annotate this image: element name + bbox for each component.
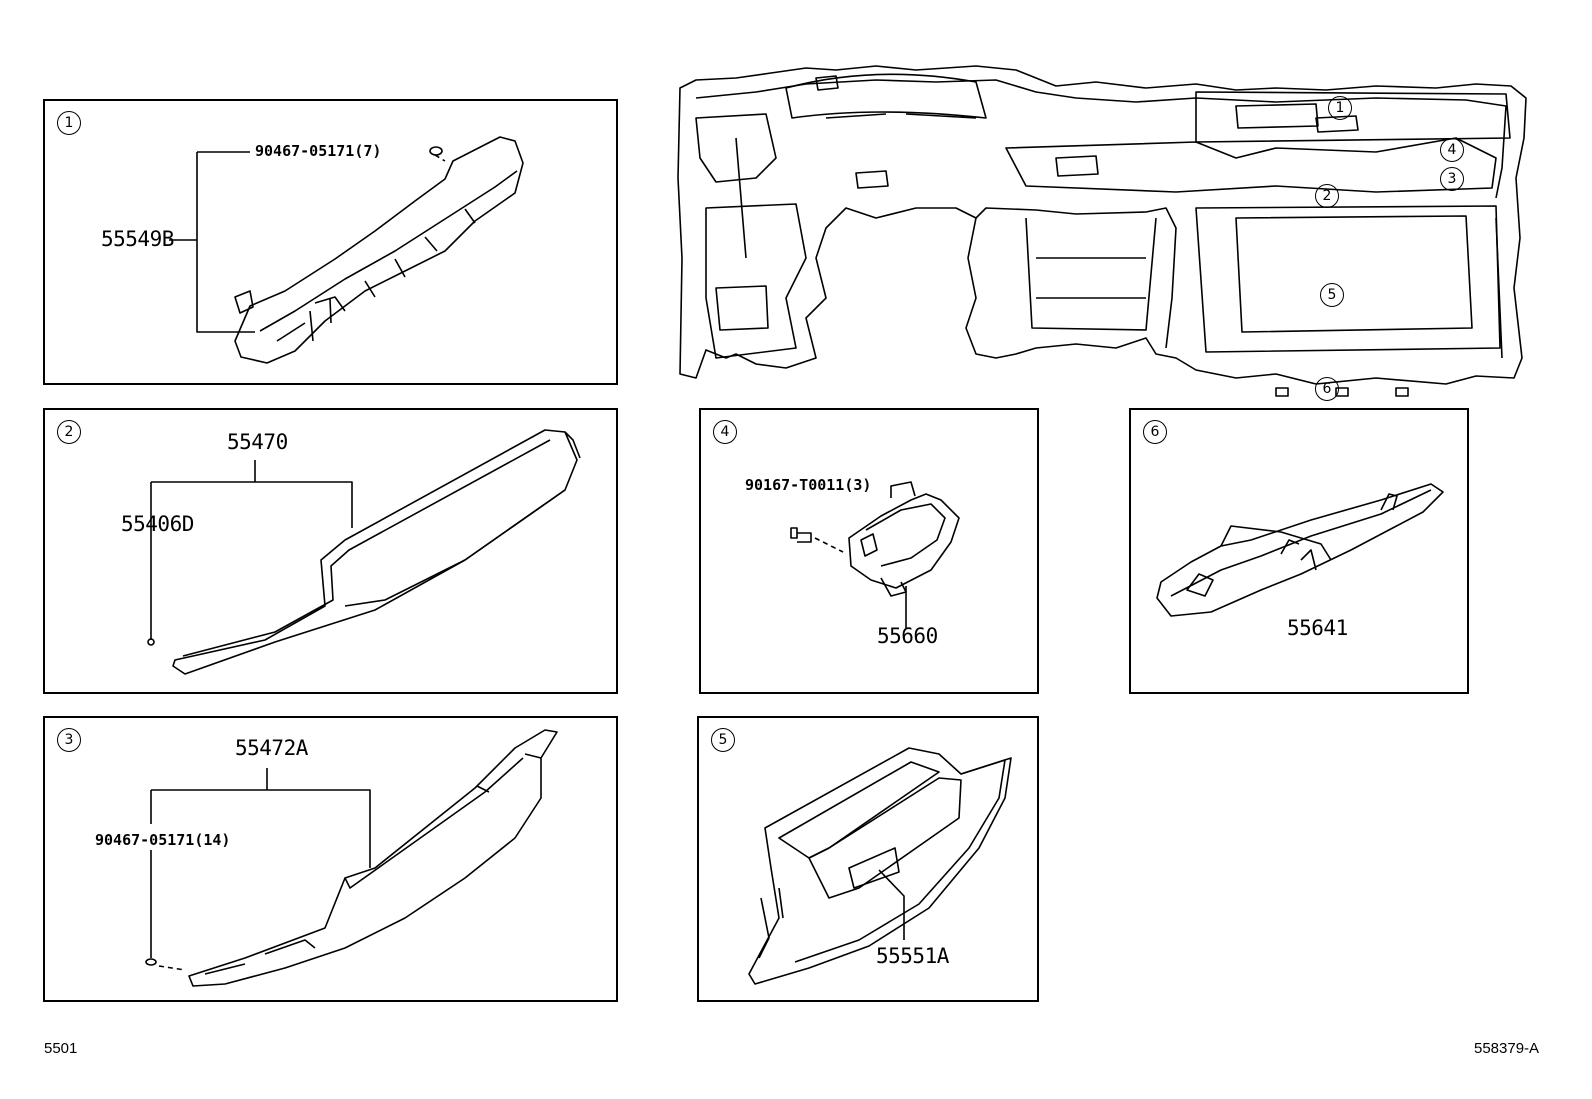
lower-panel-assembly-drawing — [145, 729, 558, 987]
part-number-55660: 55660 — [877, 624, 938, 648]
part-number-55549B: 55549B — [101, 227, 174, 251]
part-number-90467-05171-7: 90467-05171(7) — [255, 142, 382, 160]
overview-callout-6: 6 — [1315, 377, 1339, 401]
part-number-55470: 55470 — [227, 430, 288, 454]
glove-box-lock-drawing — [790, 481, 960, 628]
instrument-panel-overview-drawing — [677, 65, 1527, 397]
panel-5-marker: 5 — [711, 728, 735, 752]
glove-compartment-door-drawing — [748, 747, 1012, 985]
panel-4-marker: 4 — [713, 420, 737, 444]
overview-callout-3: 3 — [1440, 167, 1464, 191]
detail-panel-5: 5 55551A — [697, 716, 1039, 1002]
detail-panel-2: 2 55470 55406D — [43, 408, 618, 694]
part-number-55551A: 55551A — [876, 944, 949, 968]
overview-callout-1: 1 — [1328, 96, 1352, 120]
panel-2-marker: 2 — [57, 420, 81, 444]
page-code: 5501 — [44, 1040, 78, 1057]
panel-3-marker: 3 — [57, 728, 81, 752]
panel-1-marker: 1 — [57, 111, 81, 135]
part-number-55641: 55641 — [1287, 616, 1348, 640]
upper-panel-reinforcement-drawing — [169, 136, 524, 364]
detail-panel-6: 6 55641 — [1129, 408, 1469, 694]
instrument-panel-garnish-drawing — [147, 429, 581, 675]
part-number-55472A: 55472A — [235, 736, 308, 760]
overview-callout-4: 4 — [1440, 138, 1464, 162]
detail-panel-3: 3 55472A 90467-05171(14) — [43, 716, 618, 1002]
glove-box-housing-drawing — [1156, 483, 1444, 617]
diagram-code: 558379-A — [1474, 1040, 1540, 1057]
detail-panel-4: 4 90167-T0011(3) 55660 — [699, 408, 1039, 694]
part-number-90467-05171-14: 90467-05171(14) — [95, 831, 231, 849]
overview-callout-2: 2 — [1315, 184, 1339, 208]
overview-callout-5: 5 — [1320, 283, 1344, 307]
part-number-55406D: 55406D — [121, 512, 194, 536]
panel-6-marker: 6 — [1143, 420, 1167, 444]
detail-panel-1: 1 90467-05171(7) 55549B — [43, 99, 618, 385]
part-number-90167-T0011-3: 90167-T0011(3) — [745, 476, 872, 494]
